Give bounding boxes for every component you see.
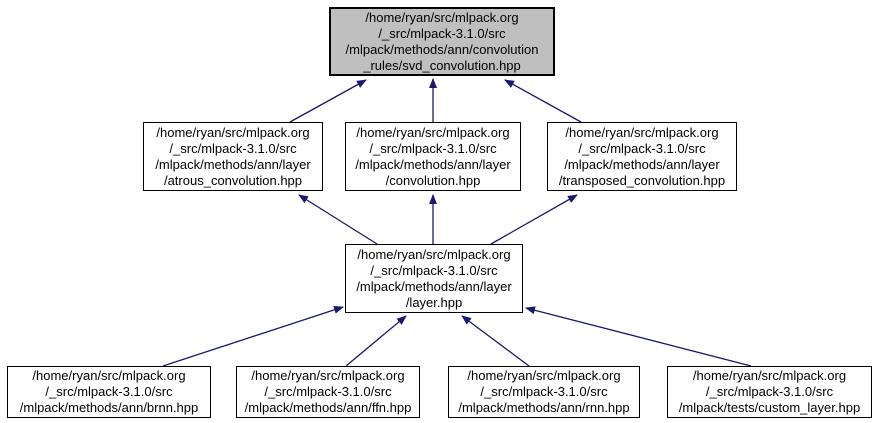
node-convolution-hpp[interactable]: /home/ryan/src/mlpack.org /_src/mlpack-3… xyxy=(345,122,521,191)
node-path-line: /mlpack/methods/ann/layer xyxy=(155,156,311,172)
node-path-line: /mlpack/methods/ann/layer xyxy=(355,156,511,172)
node-brnn-hpp[interactable]: /home/ryan/src/mlpack.org /_src/mlpack-3… xyxy=(7,366,211,418)
node-path-line: /_src/mlpack-3.1.0/src xyxy=(705,384,834,399)
edge-ffn-to-layer xyxy=(345,315,407,367)
node-path-line: /home/ryan/src/mlpack.org xyxy=(357,246,511,262)
node-path-line: /home/ryan/src/mlpack.org xyxy=(251,368,405,383)
edge-atrous-to-svd xyxy=(289,79,367,123)
node-path-line: /mlpack/methods/ann/layer xyxy=(356,278,512,294)
node-path-line: /home/ryan/src/mlpack.org xyxy=(467,368,621,383)
edge-layer-to-transposed xyxy=(490,194,578,245)
node-path-line: /_src/mlpack-3.1.0/src xyxy=(480,384,608,399)
node-path-line: /convolution.hpp xyxy=(385,172,481,188)
node-path-line: /atrous_convolution.hpp xyxy=(163,172,303,188)
node-path-line: /home/ryan/src/mlpack.org xyxy=(32,368,186,383)
node-path-line: /mlpack/methods/ann/ffn.hpp xyxy=(244,400,412,415)
node-path-line: /_src/mlpack-3.1.0/src xyxy=(578,140,706,156)
node-path-line: /_src/mlpack-3.1.0/src xyxy=(45,384,173,399)
node-path-line: /home/ryan/src/mlpack.org xyxy=(692,368,847,383)
edge-brnn-to-layer xyxy=(162,306,344,367)
node-path-line: /_src/mlpack-3.1.0/src xyxy=(369,140,497,156)
edge-custom-to-layer xyxy=(525,306,752,367)
node-path-line: /mlpack/methods/ann/layer xyxy=(564,156,720,172)
edge-transposed-to-svd xyxy=(504,79,582,123)
node-path-line: /mlpack/methods/ann/brnn.hpp xyxy=(19,400,199,415)
edge-layer-to-atrous xyxy=(298,194,378,245)
node-path-line: /_src/mlpack-3.1.0/src xyxy=(264,384,392,399)
node-path-line: /home/ryan/src/mlpack.org xyxy=(565,124,719,140)
node-layer-hpp[interactable]: /home/ryan/src/mlpack.org /_src/mlpack-3… xyxy=(345,244,523,313)
node-path-line: /home/ryan/src/mlpack.org xyxy=(156,124,310,140)
edge-rnn-to-layer xyxy=(461,315,530,367)
node-path-line: /mlpack/methods/ann/rnn.hpp xyxy=(458,400,630,415)
node-path-line: /home/ryan/src/mlpack.org xyxy=(356,124,510,140)
node-path-line: /_src/mlpack-3.1.0/src xyxy=(370,262,498,278)
node-rnn-hpp[interactable]: /home/ryan/src/mlpack.org /_src/mlpack-3… xyxy=(448,366,640,418)
node-ffn-hpp[interactable]: /home/ryan/src/mlpack.org /_src/mlpack-3… xyxy=(236,366,420,418)
node-svd-convolution-hpp[interactable]: /home/ryan/src/mlpack.org /_src/mlpack-3… xyxy=(329,7,555,76)
node-path-line: /_src/mlpack-3.1.0/src xyxy=(378,25,506,41)
node-path-line: /layer.hpp xyxy=(405,294,463,310)
node-atrous-convolution-hpp[interactable]: /home/ryan/src/mlpack.org /_src/mlpack-3… xyxy=(143,122,323,191)
node-path-line: /transposed_convolution.hpp xyxy=(558,172,726,188)
node-path-line: _rules/svd_convolution.hpp xyxy=(363,57,521,73)
node-transposed-convolution-hpp[interactable]: /home/ryan/src/mlpack.org /_src/mlpack-3… xyxy=(547,122,737,191)
node-path-line: /_src/mlpack-3.1.0/src xyxy=(169,140,297,156)
node-path-line: /mlpack/methods/ann/convolution xyxy=(345,41,539,57)
node-custom-layer-hpp[interactable]: /home/ryan/src/mlpack.org /_src/mlpack-3… xyxy=(667,366,872,418)
node-path-line: /mlpack/tests/custom_layer.hpp xyxy=(678,400,861,415)
node-path-line: /home/ryan/src/mlpack.org xyxy=(365,9,519,25)
